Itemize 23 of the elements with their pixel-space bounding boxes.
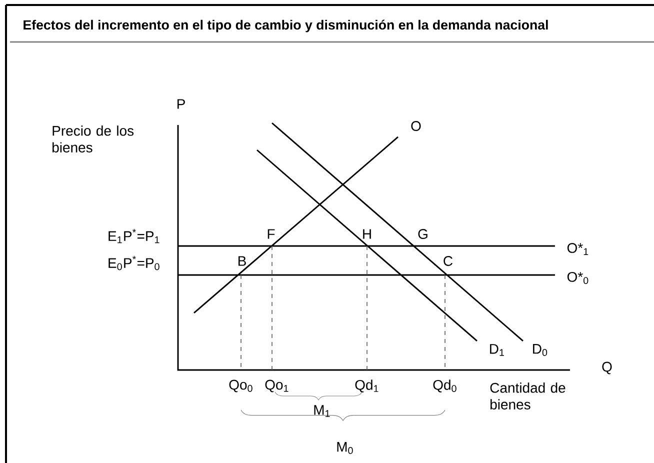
- tick-label: Qd$_{1}$: [355, 380, 378, 392]
- curve-label: D$_{1}$: [490, 344, 504, 356]
- point-label: G: [418, 229, 428, 239]
- price-label: E$_{0}$P$^{*}$=P$_{0}$: [108, 256, 160, 270]
- point-label: C: [444, 256, 453, 266]
- axis-label: P: [177, 99, 185, 109]
- brace-label: M$_{0}$: [337, 442, 353, 454]
- point-label: H: [363, 229, 371, 239]
- point-label: F: [268, 229, 275, 239]
- curve-label: O: [411, 121, 421, 131]
- tick-label: Qo$_{0}$: [229, 380, 252, 392]
- title: Efectos del incremento en el tipo de cambio y disminución en la demanda nacional: [24, 20, 548, 32]
- curve-label: O*$_{0}$: [567, 272, 588, 284]
- price-label: E$_{1}$P$^{*}$=P$_{1}$: [108, 228, 160, 244]
- tick-label: Qo$_{1}$: [265, 380, 288, 392]
- axis-title: Cantidad de bienes: [490, 382, 566, 410]
- tick-label: Qd$_{0}$: [433, 380, 456, 392]
- brace-label: M$_{1}$: [314, 405, 330, 417]
- point-label: B: [238, 256, 246, 266]
- curve-label: D$_{0}$: [533, 344, 548, 356]
- axis-title: Precio de los bienes: [52, 126, 134, 152]
- curve-label: O*$_{1}$: [567, 243, 588, 255]
- axis-label: Q: [602, 362, 612, 374]
